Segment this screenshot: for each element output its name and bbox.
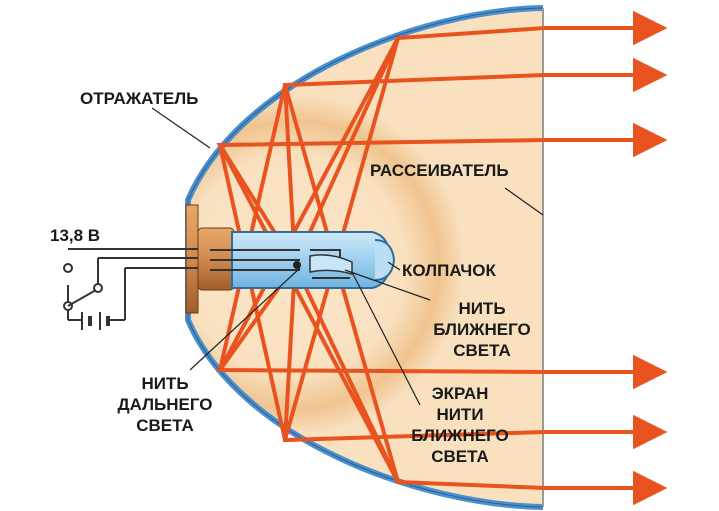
high-beam-filament-line-1: НИТЬ (141, 374, 189, 393)
low-beam-filament-label: НИТЬ БЛИЖНЕГО СВЕТА (432, 298, 532, 361)
low-beam-shield-line-2: НИТИ (436, 405, 484, 424)
high-beam-filament-line-3: СВЕТА (136, 416, 194, 435)
high-beam-filament-point (293, 261, 301, 269)
low-beam-filament-line-2: БЛИЖНЕГО (433, 320, 531, 339)
reflector-label: ОТРАЖАТЕЛЬ (80, 89, 199, 108)
leader-lines (151, 107, 544, 406)
terminals (63, 263, 103, 311)
low-beam-shield-label: ЭКРАН НИТИ БЛИЖНЕГО СВЕТА (405, 383, 515, 467)
wiring (67, 248, 198, 320)
high-beam-filament-label: НИТЬ ДАЛЬНЕГО СВЕТА (110, 373, 220, 436)
low-beam-filament-line-1: НИТЬ (458, 299, 506, 318)
high-beam-filament-line-2: ДАЛЬНЕГО (117, 395, 213, 414)
bulb-cap (374, 239, 396, 281)
voltage-label: 13,8 В (50, 226, 101, 245)
low-beam-shield-line-3: БЛИЖНЕГО (411, 426, 509, 445)
low-beam-shield-line-4: СВЕТА (431, 447, 489, 466)
low-beam-shield (309, 254, 353, 275)
low-beam-filament-line-3: СВЕТА (453, 341, 511, 360)
cap-label: КОЛПАЧОК (402, 261, 496, 280)
switch-blade (67, 289, 97, 307)
low-beam-shield-line-1: ЭКРАН (431, 384, 489, 403)
outgoing-arrows (545, 10, 668, 506)
diffuser-label: РАССЕИВАТЕЛЬ (370, 161, 509, 180)
battery-icon (68, 312, 125, 330)
